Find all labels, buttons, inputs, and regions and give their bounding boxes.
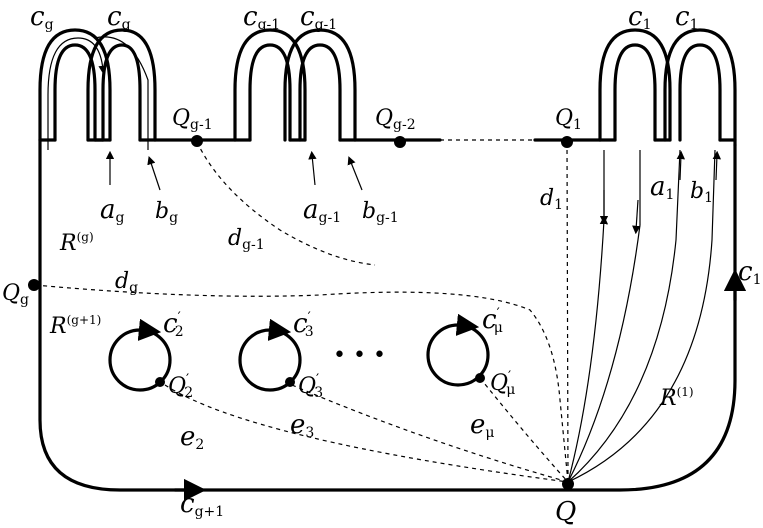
curve-a-g-1	[308, 150, 317, 186]
svg-text:c′3: c′3	[293, 309, 314, 340]
curve-e3	[291, 384, 569, 483]
svg-text:R(g): R(g)	[59, 230, 94, 256]
svg-text:c1: c1	[675, 2, 698, 33]
point-Qg	[28, 279, 40, 291]
svg-text:Q′3: Q′3	[298, 372, 323, 401]
curve-d-1	[566, 141, 569, 483]
arrow-up-a1	[676, 150, 686, 181]
svg-text:c′μ: c′μ	[482, 305, 503, 336]
svg-text:ag-1: ag-1	[303, 195, 341, 226]
svg-text:Q′2: Q′2	[168, 372, 193, 401]
curve-1c	[567, 149, 681, 483]
svg-text:cg: cg	[107, 2, 131, 33]
svg-text:c1: c1	[628, 2, 651, 33]
svg-text:dg: dg	[115, 269, 138, 296]
svg-text:• • •: • • •	[333, 343, 386, 368]
handle-g-1	[233, 28, 357, 142]
point-Q3p	[285, 377, 295, 387]
svg-text:R(1): R(1)	[659, 385, 694, 411]
svg-text:cg-1: cg-1	[243, 2, 280, 33]
arrow-up-b1	[712, 150, 722, 181]
svg-text:bg-1: bg-1	[362, 199, 399, 226]
svg-text:c1: c1	[738, 257, 761, 288]
svg-text:Qg-1: Qg-1	[172, 106, 213, 133]
arrow-down-2	[632, 199, 641, 235]
svg-text:dg-1: dg-1	[228, 226, 265, 253]
svg-text:R(g+1): R(g+1)	[49, 313, 101, 339]
curve-d-g	[34, 284, 569, 483]
curve-1a	[567, 150, 609, 483]
svg-text:c′2: c′2	[163, 309, 184, 340]
svg-text:Qg-2: Qg-2	[375, 106, 416, 133]
outer-boundary	[38, 138, 737, 492]
svg-text:ag: ag	[100, 195, 125, 226]
svg-text:Q: Q	[555, 497, 576, 527]
curve-b-g	[147, 156, 161, 191]
point-Qmup	[475, 373, 485, 383]
handle-1	[598, 28, 737, 147]
curve-emu	[479, 377, 569, 483]
curve-d-g-1	[196, 141, 376, 266]
point-Qg-2	[394, 136, 406, 148]
handle-g	[38, 28, 157, 150]
svg-text:a1: a1	[650, 172, 674, 203]
svg-text:b1: b1	[690, 179, 713, 206]
svg-text:cg: cg	[30, 2, 54, 33]
svg-text:bg: bg	[155, 199, 178, 226]
svg-text:eμ: eμ	[470, 410, 495, 441]
curve-1d	[567, 149, 716, 483]
curve-b-g-1	[347, 156, 363, 191]
svg-text:Q′μ: Q′μ	[490, 369, 515, 398]
svg-text:Qg: Qg	[2, 281, 29, 308]
point-Qg-1	[191, 135, 203, 147]
svg-text:cg-1: cg-1	[300, 2, 337, 33]
svg-text:Q1: Q1	[555, 106, 582, 133]
point-Q1	[561, 136, 573, 148]
point-Q	[562, 478, 574, 490]
svg-text:e2: e2	[180, 422, 204, 453]
svg-text:cg+1: cg+1	[180, 489, 224, 520]
curve-e2	[164, 384, 569, 483]
svg-text:d1: d1	[540, 186, 563, 213]
point-Q2p	[155, 377, 165, 387]
svg-text:e3: e3	[290, 410, 314, 441]
curve-1b	[567, 150, 641, 483]
